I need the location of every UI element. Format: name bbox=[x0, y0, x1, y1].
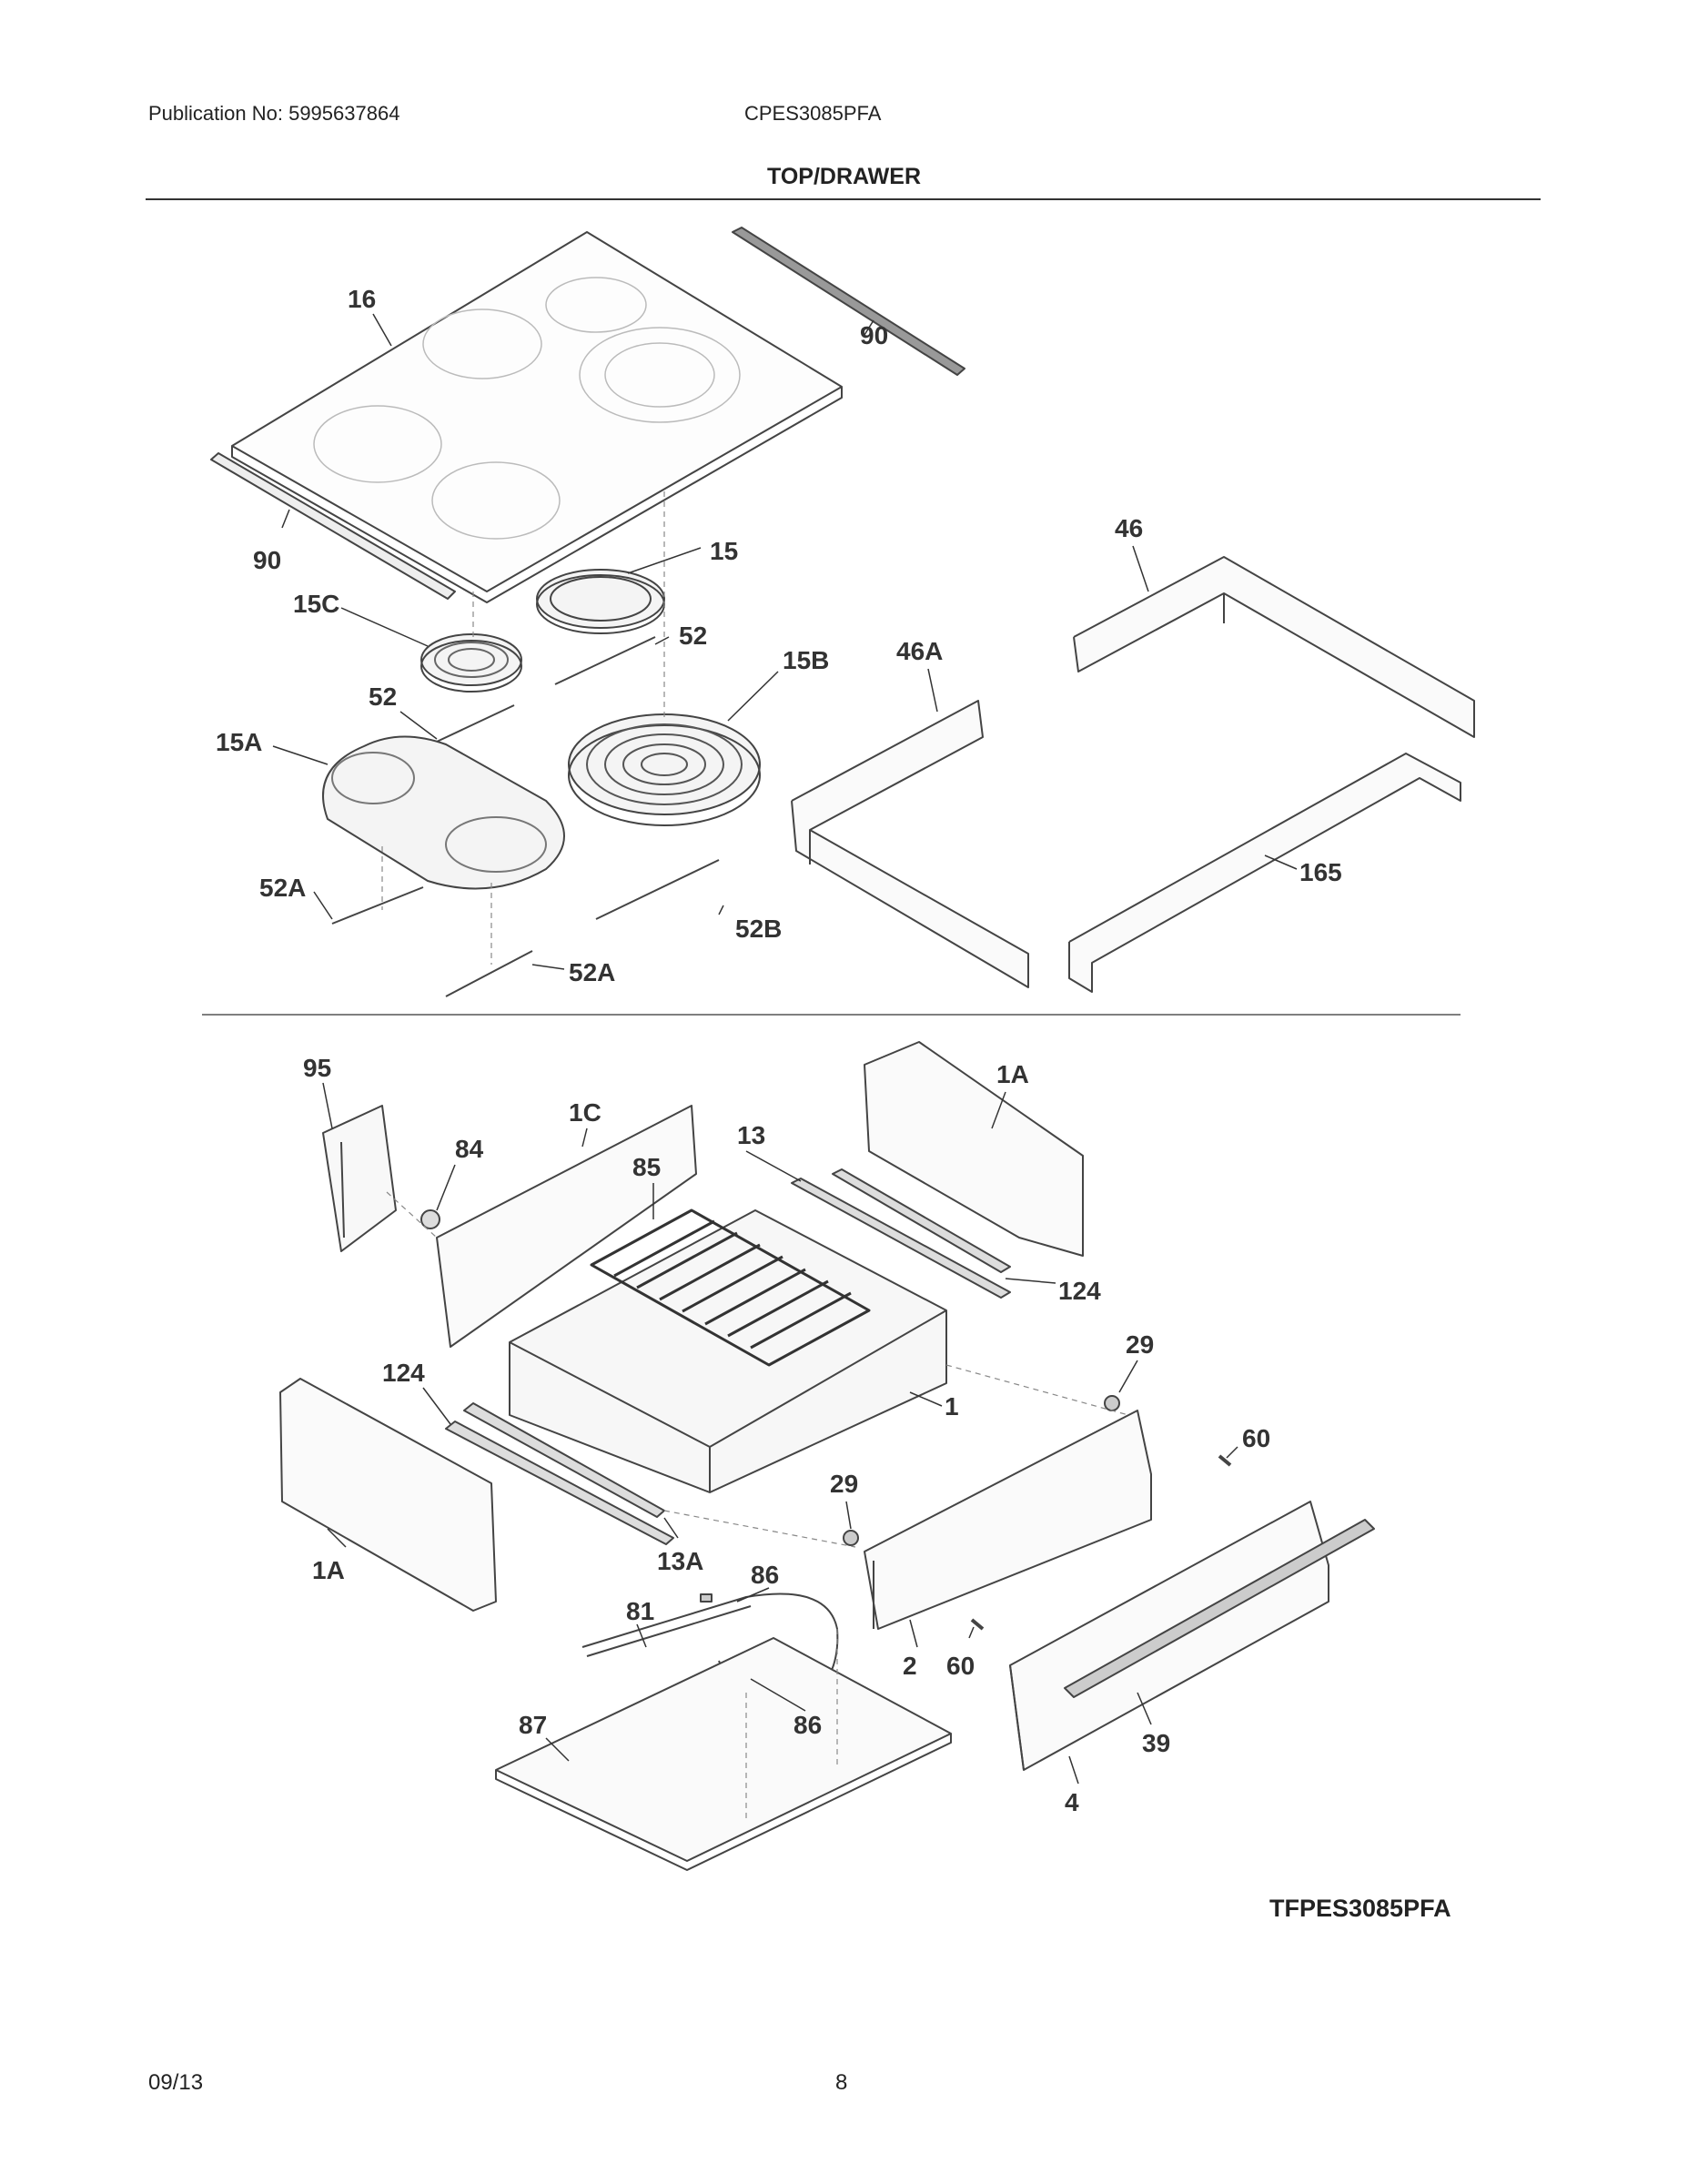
strap-52-b bbox=[436, 704, 515, 743]
screw-60-lower bbox=[970, 1618, 985, 1631]
callout-15C: 15C bbox=[293, 590, 339, 618]
callout-84: 84 bbox=[455, 1135, 484, 1163]
callout-16: 16 bbox=[348, 285, 376, 313]
bracket-165 bbox=[1068, 753, 1461, 993]
callout-90-front: 90 bbox=[253, 546, 281, 574]
sensor-84 bbox=[420, 1209, 440, 1229]
side-panel-1C bbox=[436, 1105, 697, 1348]
callout-86-lower: 86 bbox=[793, 1711, 822, 1739]
trim-strip-front bbox=[210, 452, 456, 600]
callout-124-lower: 124 bbox=[382, 1359, 425, 1387]
bracket-46 bbox=[1073, 556, 1475, 738]
callout-15A: 15A bbox=[216, 728, 262, 756]
clip-86-upper bbox=[700, 1593, 713, 1603]
side-panel-1A-upper bbox=[864, 1041, 1084, 1257]
callout-165: 165 bbox=[1299, 858, 1342, 886]
strap-52-a bbox=[554, 636, 656, 685]
footer-date: 09/13 bbox=[148, 2070, 204, 2095]
callout-95: 95 bbox=[303, 1054, 331, 1082]
callout-60-lower: 60 bbox=[946, 1652, 975, 1680]
cooktop-glass bbox=[231, 231, 843, 603]
callout-52-a: 52 bbox=[679, 622, 707, 650]
bottom-pan-87 bbox=[495, 1637, 952, 1871]
side-panel-1A-lower bbox=[279, 1378, 497, 1612]
callout-15: 15 bbox=[710, 537, 738, 565]
callout-1A-upper: 1A bbox=[996, 1060, 1029, 1088]
callout-29-upper: 29 bbox=[1126, 1330, 1154, 1359]
callout-46: 46 bbox=[1115, 514, 1143, 542]
surface-element-15C bbox=[420, 633, 522, 693]
callout-13: 13 bbox=[737, 1121, 765, 1149]
callout-39: 39 bbox=[1142, 1729, 1170, 1757]
surface-element-15 bbox=[536, 569, 665, 634]
model-number: CPES3085PFA bbox=[744, 102, 882, 125]
callout-52B: 52B bbox=[735, 915, 782, 943]
strap-52A-a bbox=[331, 886, 424, 925]
page-number: 8 bbox=[835, 2070, 848, 2095]
callout-46A: 46A bbox=[896, 637, 943, 665]
callout-1C: 1C bbox=[569, 1098, 601, 1127]
bumper-29-lower bbox=[843, 1530, 859, 1546]
handle-39 bbox=[1064, 1519, 1375, 1698]
drawer-front-frame-2 bbox=[864, 1410, 1152, 1630]
callout-52A-b: 52A bbox=[569, 958, 615, 986]
callout-52-b: 52 bbox=[369, 682, 397, 711]
drawing-id: TFPES3085PFA bbox=[1269, 1895, 1451, 1922]
bumper-29-upper bbox=[1104, 1395, 1120, 1411]
callout-85: 85 bbox=[632, 1153, 661, 1181]
callout-90-rear: 90 bbox=[860, 321, 888, 349]
callout-13A: 13A bbox=[657, 1547, 703, 1575]
callout-86-upper: 86 bbox=[751, 1561, 779, 1589]
vent-duct-95 bbox=[322, 1105, 397, 1252]
callout-29-lower: 29 bbox=[830, 1470, 858, 1498]
callout-1A-lower: 1A bbox=[312, 1556, 345, 1584]
surface-element-15B bbox=[568, 713, 761, 826]
slide-rail-124-lower bbox=[445, 1421, 674, 1545]
callout-2: 2 bbox=[903, 1652, 917, 1680]
slide-rail-124-upper bbox=[832, 1168, 1011, 1273]
drawer-body-1 bbox=[509, 1209, 947, 1493]
bracket-46A bbox=[791, 700, 1029, 988]
callout-124-upper: 124 bbox=[1058, 1277, 1101, 1305]
publication-number: Publication No: 5995637864 bbox=[148, 102, 400, 125]
strap-52B bbox=[595, 859, 720, 920]
callout-1: 1 bbox=[945, 1392, 959, 1421]
surface-element-15A bbox=[322, 735, 565, 890]
callout-15B: 15B bbox=[783, 646, 829, 674]
callout-52A-a: 52A bbox=[259, 874, 306, 902]
screw-60-upper bbox=[1218, 1454, 1232, 1467]
broil-rack-85 bbox=[590, 1208, 871, 1367]
callout-81: 81 bbox=[626, 1597, 654, 1625]
callout-87: 87 bbox=[519, 1711, 547, 1739]
page-title: TOP/DRAWER bbox=[767, 164, 921, 189]
header-rule bbox=[146, 198, 1541, 200]
callout-4: 4 bbox=[1065, 1788, 1079, 1816]
callout-60-upper: 60 bbox=[1242, 1424, 1270, 1452]
trim-strip-rear bbox=[732, 227, 965, 376]
strap-52A-b bbox=[445, 950, 533, 997]
